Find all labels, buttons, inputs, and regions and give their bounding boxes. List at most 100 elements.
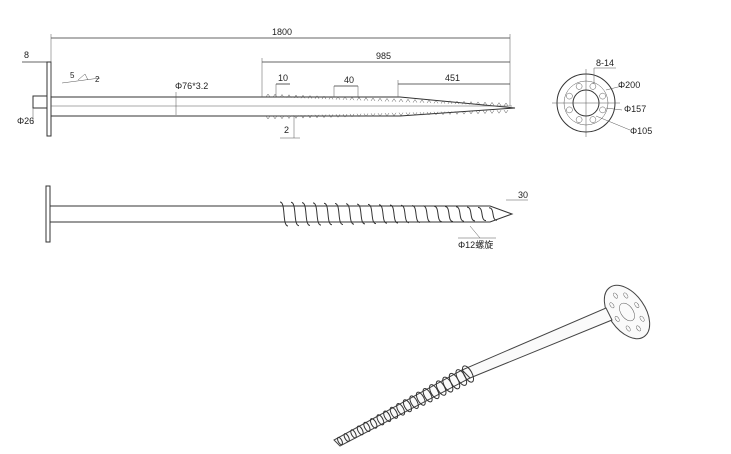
screw-thread-label: Φ12螺旋 bbox=[458, 239, 493, 250]
tooth-bottom bbox=[307, 114, 313, 119]
iso-threads bbox=[337, 365, 475, 446]
flange-inner-diameter: Φ105 bbox=[630, 126, 652, 136]
flange-view: 8-14 Φ200 Φ157 Φ105 bbox=[552, 58, 652, 137]
tooth-top bbox=[286, 94, 292, 98]
iso-thread-turn bbox=[396, 402, 406, 416]
flange-holes-label: 8-14 bbox=[596, 58, 614, 68]
weld-symbol bbox=[77, 73, 89, 81]
tooth-bottom bbox=[335, 114, 341, 118]
iso-pipe bbox=[461, 307, 613, 379]
thread-turn bbox=[411, 205, 421, 223]
iso-flange-hole bbox=[614, 316, 620, 322]
thread-turn bbox=[455, 206, 465, 222]
iso-flange-hole bbox=[639, 315, 645, 322]
iso-thread-turn bbox=[435, 380, 447, 396]
thread-turn bbox=[323, 202, 333, 226]
tooth-bottom bbox=[286, 115, 292, 119]
flange-hole bbox=[566, 92, 573, 100]
tooth-bottom bbox=[412, 112, 418, 116]
flange-hole bbox=[599, 92, 606, 100]
iso-thread-turn bbox=[422, 387, 433, 403]
iso-thread-turn bbox=[363, 421, 371, 433]
tooth-bottom bbox=[349, 113, 355, 118]
flange-hole bbox=[599, 106, 606, 114]
iso-flange-hole bbox=[609, 302, 615, 309]
flange-hole bbox=[575, 83, 583, 90]
tooth-top bbox=[496, 102, 502, 106]
dim-tip-length: 451 bbox=[445, 73, 460, 83]
thread-turn bbox=[279, 201, 289, 227]
tooth-top bbox=[447, 100, 453, 104]
tooth-bottom bbox=[265, 115, 271, 120]
tooth-top bbox=[321, 95, 327, 100]
thread-turn bbox=[400, 204, 410, 224]
tooth-bottom bbox=[454, 111, 460, 115]
tooth-top bbox=[349, 96, 355, 101]
iso-thread-turn bbox=[415, 391, 426, 406]
tooth-bottom bbox=[496, 110, 502, 114]
flange-hole bbox=[589, 83, 597, 90]
isometric-view bbox=[333, 284, 651, 447]
tooth-top bbox=[307, 95, 313, 99]
tooth-top bbox=[391, 98, 397, 102]
iso-thread-turn bbox=[402, 399, 412, 413]
iso-flange-hole bbox=[636, 325, 641, 332]
tooth-top bbox=[384, 98, 390, 102]
tooth-bottom bbox=[342, 113, 348, 118]
iso-thread-turn bbox=[356, 425, 364, 436]
tooth-top bbox=[489, 101, 495, 106]
flange-hole bbox=[566, 106, 573, 114]
screw-view-flange bbox=[45, 185, 51, 243]
flange-outer-diameter: Φ200 bbox=[618, 80, 640, 90]
iso-thread-turn bbox=[350, 429, 357, 439]
thread-leader bbox=[469, 225, 481, 239]
tooth-bottom bbox=[377, 113, 383, 117]
flange-bolt-circle-label: Φ157 bbox=[624, 104, 646, 114]
tooth-top bbox=[398, 98, 404, 103]
thread-turn bbox=[334, 203, 344, 225]
tooth-top bbox=[356, 96, 362, 101]
tooth-top bbox=[370, 97, 376, 102]
tooth-bottom bbox=[293, 115, 299, 119]
tooth-bottom bbox=[433, 111, 439, 116]
thread-turn bbox=[433, 205, 443, 223]
tooth-top bbox=[468, 101, 474, 105]
tooth-bottom bbox=[461, 110, 467, 115]
iso-threaded-section bbox=[333, 369, 471, 447]
screw-view-threads bbox=[279, 201, 498, 227]
outer-dia-leader bbox=[605, 85, 623, 91]
side-view-pipe bbox=[50, 96, 516, 117]
iso-flange bbox=[603, 284, 651, 340]
thread-turn bbox=[312, 202, 322, 226]
tooth-top bbox=[433, 99, 439, 104]
tooth-bottom bbox=[370, 113, 376, 117]
thread-turn bbox=[356, 203, 366, 225]
tooth-bottom bbox=[391, 112, 397, 117]
tooth-top bbox=[314, 95, 320, 99]
dim-pitch-b: 40 bbox=[344, 75, 354, 85]
tooth-bottom bbox=[321, 114, 327, 119]
weld-leader bbox=[61, 77, 101, 84]
iso-thread-turn bbox=[389, 406, 399, 419]
iso-thread-turn bbox=[429, 384, 440, 400]
iso-thread-turn bbox=[376, 414, 385, 426]
tooth-top bbox=[272, 93, 278, 98]
flange-holes bbox=[566, 83, 606, 123]
dim-threaded-length: 985 bbox=[376, 51, 391, 61]
side-view-stub bbox=[32, 95, 48, 109]
thread-turn bbox=[290, 201, 300, 227]
tooth-top bbox=[419, 99, 425, 103]
screw-tip-dim: 30 bbox=[518, 190, 528, 200]
tooth-top bbox=[454, 100, 460, 105]
iso-flange-hole bbox=[625, 325, 631, 332]
tooth-bottom bbox=[475, 110, 481, 115]
tooth-top bbox=[405, 98, 411, 103]
tooth-top bbox=[482, 101, 488, 106]
tooth-top bbox=[426, 99, 432, 104]
iso-thread-turn bbox=[383, 410, 392, 423]
tooth-top bbox=[335, 96, 341, 100]
bolt-circle-leader bbox=[605, 107, 623, 111]
tooth-top bbox=[412, 99, 418, 103]
thread-turn bbox=[301, 202, 311, 226]
